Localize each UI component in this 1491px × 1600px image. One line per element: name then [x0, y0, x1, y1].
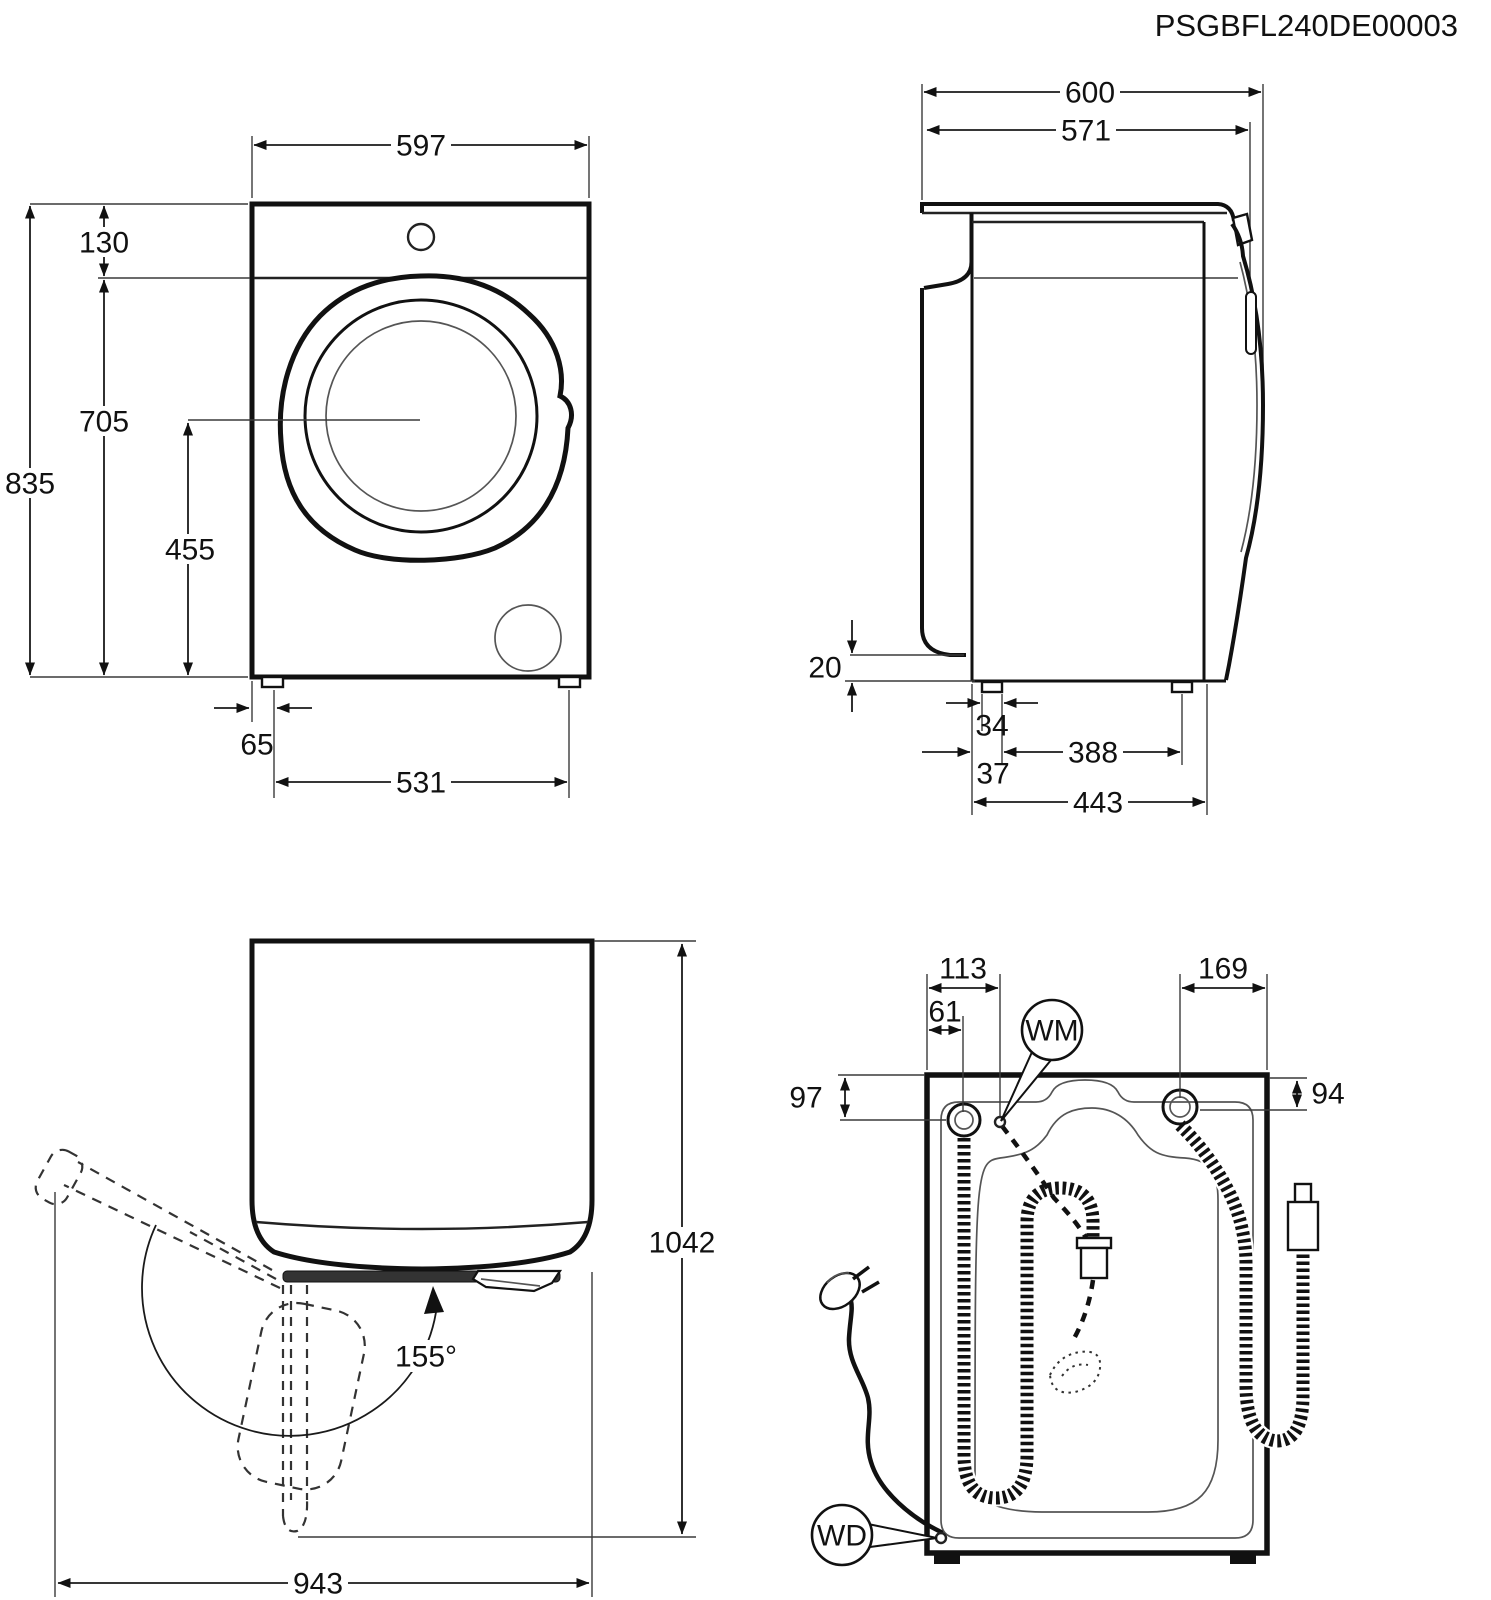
- dim-door-angle: 155°: [395, 1341, 457, 1374]
- side-view: 600 571 20: [808, 77, 1266, 820]
- program-knob-icon: [406, 222, 436, 252]
- rear-inner-contour: [940, 1079, 1254, 1539]
- inlet-hose-connector: [1286, 1200, 1320, 1252]
- door-glass: [325, 320, 517, 512]
- dim-inlet-offset: 169: [1198, 953, 1248, 986]
- dim-front-panel-height: 705: [79, 406, 129, 439]
- door-open-positions: [34, 1148, 366, 1533]
- side-door-bulge: [1224, 222, 1266, 681]
- door-swing-arc: [141, 1224, 438, 1437]
- dim-side-feet-spacing: 388: [1068, 737, 1118, 770]
- drain-hose-routing-dashed: [1000, 1124, 1088, 1240]
- drain-pump-cover-icon: [494, 604, 562, 672]
- dim-side-cabinet-depth: 571: [1061, 115, 1111, 148]
- front-left-foot: [260, 675, 285, 689]
- rear-right-foot: [1230, 1553, 1256, 1564]
- rear-tub-contour: [974, 1107, 1219, 1513]
- wd-balloon: [810, 1503, 874, 1567]
- dim-cord-offset: 61: [928, 996, 961, 1029]
- door-rim: [303, 298, 539, 534]
- inlet-hose: [1175, 1120, 1310, 1448]
- door-handle-top-view: [471, 1269, 563, 1293]
- top-view-door-open: 155° 1042 943: [34, 938, 720, 1600]
- top-view-cabinet: [249, 938, 595, 1272]
- rear-left-foot: [934, 1553, 960, 1564]
- wm-outlet-hole: [993, 1115, 1007, 1129]
- dim-front-overall-height: 835: [5, 468, 55, 501]
- dim-drain-drop: 97: [789, 1082, 822, 1115]
- wm-label: WM: [1025, 1015, 1078, 1048]
- side-rear-foot: [980, 680, 1004, 694]
- dim-front-feet-spacing: 531: [396, 767, 446, 800]
- front-right-foot: [557, 675, 582, 689]
- dim-depth-door-open: 1042: [649, 1227, 716, 1260]
- dim-front-foot-offset: 65: [240, 729, 273, 762]
- door-outer-ring: [277, 273, 574, 563]
- wd-label: WD: [817, 1520, 867, 1553]
- wm-balloon: [1020, 998, 1084, 1062]
- side-door-handle: [1245, 291, 1257, 355]
- dim-width-door-open: 943: [293, 1568, 343, 1600]
- dim-front-overall-width: 597: [396, 130, 446, 163]
- dim-rear-foot-offset: 37: [976, 758, 1009, 791]
- drain-hose-connector: [1079, 1246, 1109, 1280]
- dim-rear-clearance: 20: [808, 652, 841, 685]
- drain-outlet-icon: [946, 1102, 982, 1138]
- dim-foot-width: 34: [975, 710, 1008, 743]
- dim-door-center-height: 455: [165, 534, 215, 567]
- side-rear-cover-top: [923, 213, 974, 290]
- water-splash-dots: [1049, 1350, 1102, 1394]
- drain-hose-connector-flange: [1075, 1236, 1113, 1250]
- side-front-foot: [1170, 680, 1194, 694]
- dim-side-overall-depth: 600: [1065, 77, 1115, 110]
- arc-arrowhead-icon: [424, 1286, 444, 1314]
- front-view: 597 835 130 705 455: [1, 130, 592, 800]
- dim-inlet-drop: 94: [1311, 1078, 1344, 1111]
- dim-front-top-panel-height: 130: [79, 227, 129, 260]
- side-rear-cover: [920, 288, 966, 657]
- drain-hose: [957, 1138, 1100, 1505]
- drawing-code: PSGBFL240DE00003: [1155, 8, 1458, 43]
- power-cord: [846, 1298, 944, 1535]
- dim-feet-span: 443: [1073, 787, 1123, 820]
- rear-view: WM WD 97 94 113 61 169: [789, 953, 1345, 1567]
- dim-drain-offset: 113: [939, 953, 987, 986]
- power-plug-icon: [819, 1265, 880, 1311]
